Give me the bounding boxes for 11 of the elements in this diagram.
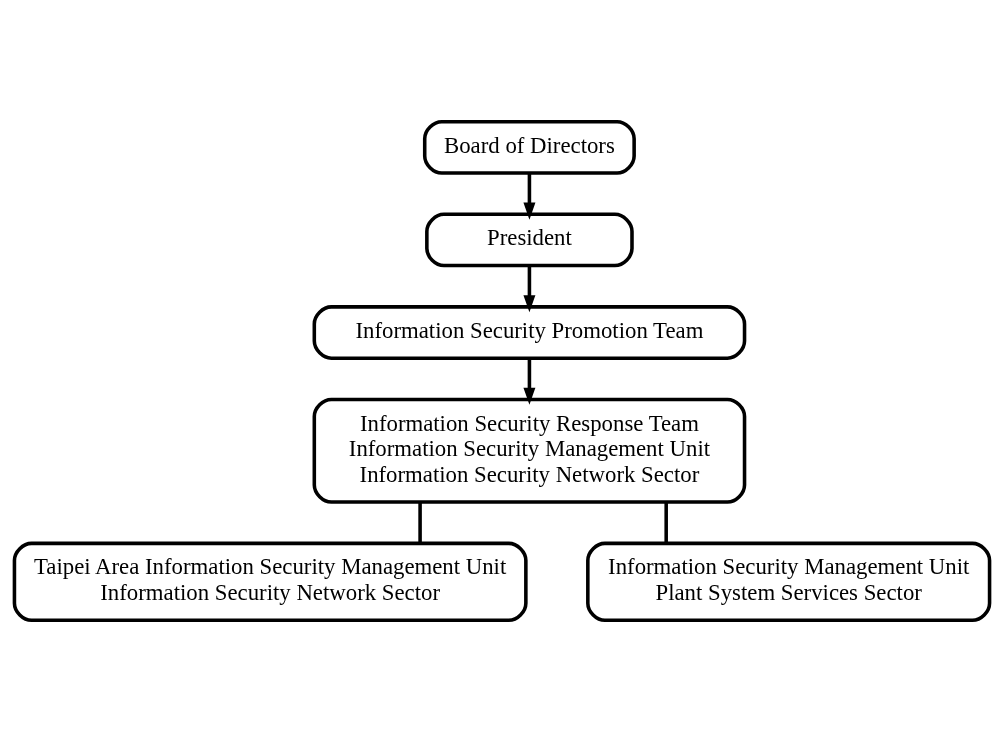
arrow <box>523 173 536 220</box>
node-box: Information Security Promotion Team <box>312 305 747 360</box>
node-box: Information Security Response Team Information Security Management Unit Information Security Network Sector <box>312 397 747 504</box>
arrow <box>523 265 536 313</box>
node-box: President <box>425 212 634 268</box>
node-box: Board of Directors <box>422 119 636 175</box>
node-box: Information Security Management Unit Plant System Services Sector <box>586 541 992 623</box>
node-box: Taipei Area Information Security Management Unit Information Security Network Sector <box>12 541 528 623</box>
connector <box>418 502 422 544</box>
connector <box>664 502 668 544</box>
arrow <box>523 358 536 405</box>
